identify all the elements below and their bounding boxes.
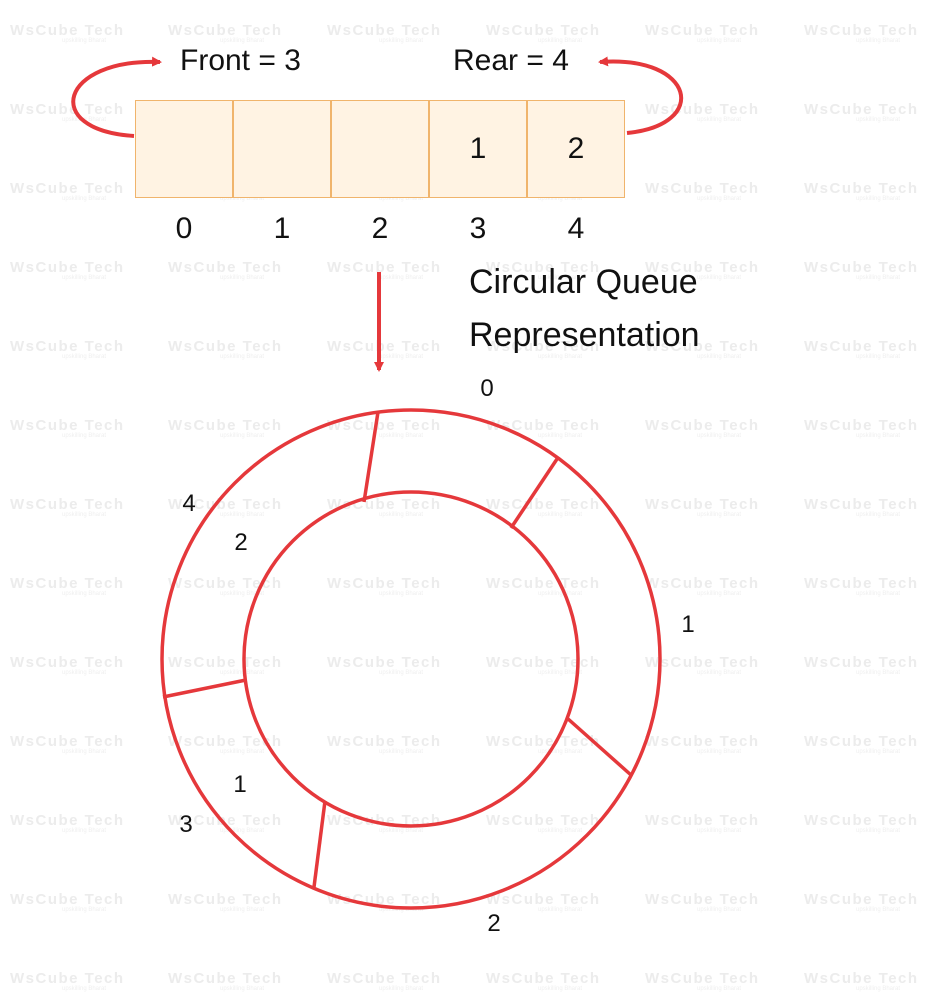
outer-ring [160, 408, 662, 910]
ring-value-label: 2 [234, 529, 248, 556]
array-index: 4 [567, 212, 585, 245]
ring-divider-4-0 [362, 411, 380, 503]
ring-divider-3-4 [162, 678, 247, 699]
rear-pointer-label: Rear = 4 [453, 44, 569, 77]
array-cell: 2 [527, 100, 625, 198]
array-cell: 1 [429, 100, 527, 198]
ring-index-label: 3 [179, 811, 193, 838]
diagram-title-line-2: Representation [469, 316, 700, 354]
ring-index-label: 2 [487, 910, 501, 937]
front-pointer-label: Front = 3 [180, 44, 301, 77]
array-index: 0 [175, 212, 193, 245]
diagram-title-line-1: Circular Queue [469, 263, 698, 301]
array-cell [331, 100, 429, 198]
ring-index-label: 1 [681, 611, 695, 638]
ring-value-label: 1 [233, 771, 247, 798]
array-cell [233, 100, 331, 198]
ring-divider-0-1 [509, 458, 559, 529]
array-cell [135, 100, 233, 198]
rear-pointer-arrow [598, 56, 684, 135]
front-pointer-arrow [71, 56, 162, 138]
ring-divider-2-3 [312, 800, 327, 888]
ring-index-label: 0 [480, 375, 494, 402]
array-index: 2 [371, 212, 389, 245]
inner-ring [242, 490, 580, 828]
array-index: 3 [469, 212, 487, 245]
ring-divider-1-2 [565, 716, 633, 777]
array-index: 1 [273, 212, 291, 245]
ring-index-label: 4 [182, 490, 196, 517]
